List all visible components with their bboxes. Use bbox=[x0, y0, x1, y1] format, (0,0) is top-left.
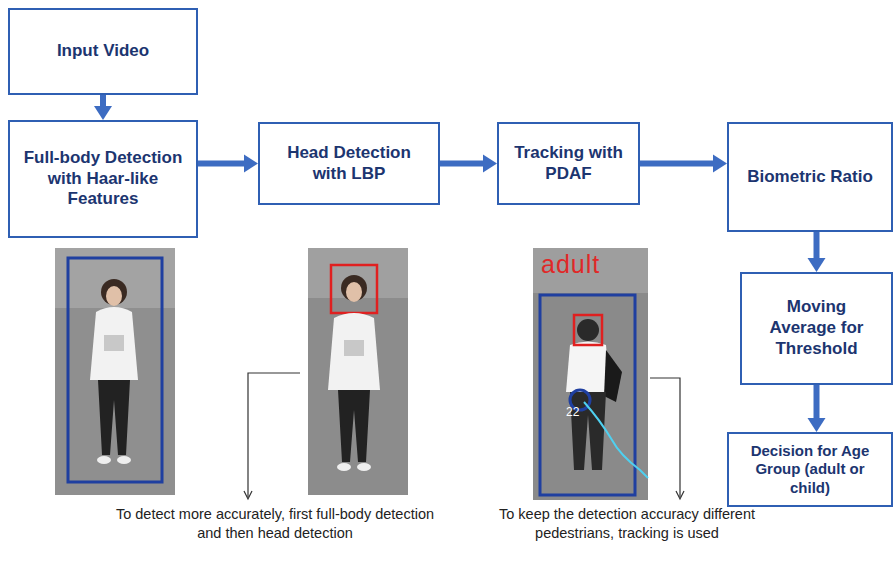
track-id-number: 22 bbox=[566, 405, 586, 419]
box-text: Head Detection with LBP bbox=[270, 143, 428, 184]
flow-arrow bbox=[94, 95, 112, 120]
annotation-note: To keep the detection accuracy different… bbox=[462, 505, 792, 543]
flow-arrow bbox=[440, 155, 497, 173]
box-text: Input Video bbox=[57, 41, 149, 62]
process-box: Full-body Detection with Haar-like Featu… bbox=[8, 120, 198, 238]
process-box: Input Video bbox=[8, 8, 198, 95]
annotation-note: To detect more accurately, first full-bo… bbox=[110, 505, 440, 543]
photo-head bbox=[308, 248, 408, 495]
photo-full-body bbox=[55, 248, 175, 495]
process-box: Head Detection with LBP bbox=[258, 122, 440, 205]
box-text: Full-body Detection with Haar-like Featu… bbox=[20, 148, 186, 210]
box-text: Tracking with PDAF bbox=[505, 143, 632, 184]
process-box: Moving Average for Threshold bbox=[740, 272, 893, 385]
flow-arrow bbox=[198, 155, 258, 173]
process-box: Decision for Age Group (adult or child) bbox=[727, 432, 893, 507]
box-text: Decision for Age Group (adult or child) bbox=[739, 442, 881, 497]
track-class-label: adult bbox=[541, 250, 641, 279]
process-box: Tracking with PDAF bbox=[497, 122, 640, 205]
leader-line bbox=[244, 373, 684, 499]
photo-tracking bbox=[533, 248, 648, 500]
box-text: Biometric Ratio bbox=[747, 167, 873, 188]
flow-arrow bbox=[640, 155, 727, 173]
box-text: Moving Average for Threshold bbox=[752, 297, 881, 359]
flow-arrow bbox=[808, 385, 826, 432]
process-box: Biometric Ratio bbox=[727, 122, 893, 232]
flow-arrow bbox=[808, 232, 826, 272]
